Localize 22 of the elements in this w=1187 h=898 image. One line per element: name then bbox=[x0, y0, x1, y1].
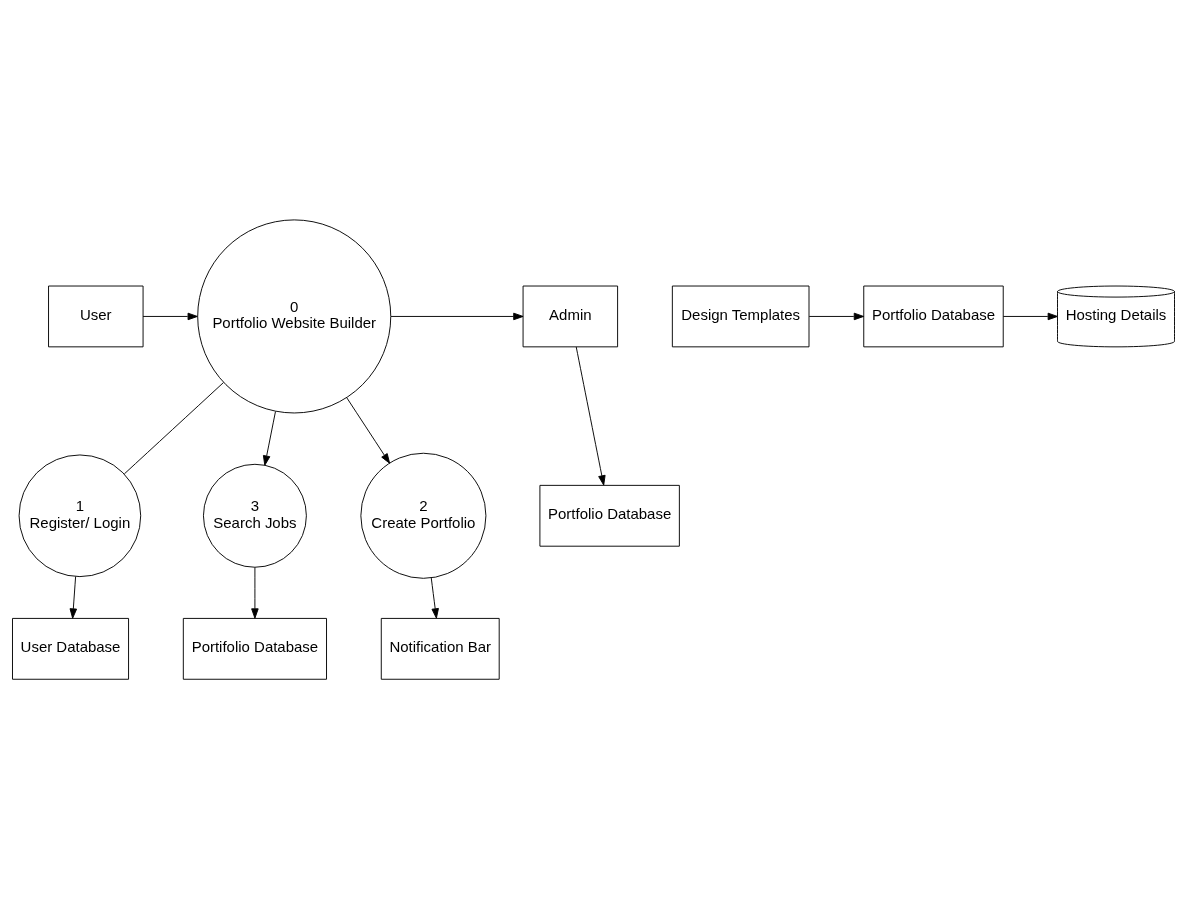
connector bbox=[123, 381, 224, 474]
node-box: Portfolio Database bbox=[863, 285, 1004, 347]
arrow bbox=[808, 312, 865, 320]
node-box: Notification Bar bbox=[380, 617, 500, 680]
arrow bbox=[251, 566, 259, 619]
node-circle: 1 Register/ Login bbox=[18, 454, 142, 577]
arrow bbox=[262, 410, 276, 466]
node-circle: 3 Search Jobs bbox=[203, 463, 307, 568]
node-box: Portifolio Database bbox=[182, 617, 327, 680]
arrow bbox=[390, 312, 524, 320]
node-circle: 0 Portfolio Website Builder bbox=[197, 218, 392, 413]
node-box: Admin bbox=[522, 285, 619, 347]
node-box: User Database bbox=[12, 617, 130, 680]
arrow bbox=[1002, 312, 1058, 320]
arrow bbox=[575, 345, 606, 486]
arrow bbox=[430, 576, 439, 619]
arrow bbox=[346, 396, 391, 464]
node-box: Portfolio Database bbox=[539, 484, 680, 547]
node-box: Design Templates bbox=[671, 285, 810, 347]
node-box: User bbox=[48, 285, 144, 347]
arrow bbox=[142, 312, 198, 320]
arrow bbox=[69, 575, 78, 619]
